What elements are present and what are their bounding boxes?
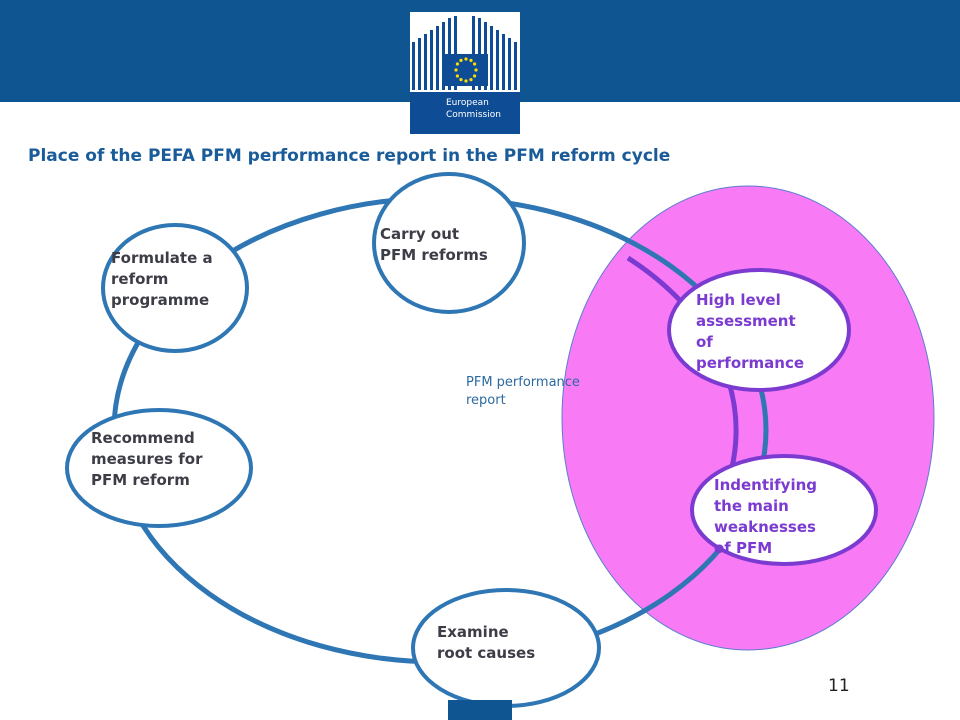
commission-logo: European Commission	[410, 12, 520, 134]
node-identifying	[690, 454, 878, 566]
highlight-ellipse	[561, 185, 935, 651]
node-recommend	[65, 408, 253, 528]
label-recommend: Recommend measures for PFM reform	[91, 429, 203, 489]
org-name-line1: European	[446, 98, 489, 108]
label-formulate: Formulate a reform programme	[111, 249, 213, 309]
org-name-line2: Commission	[446, 110, 501, 120]
node-carry-out	[372, 172, 526, 314]
node-formulate	[101, 223, 249, 353]
node-high-level	[667, 268, 851, 392]
label-identifying: Indentifying the main weaknesses of PFM	[714, 476, 818, 557]
page-number: 11	[828, 676, 850, 696]
label-carry-out: Carry out PFM reforms	[380, 225, 488, 264]
label-high-level: High level assessment of performance	[696, 291, 805, 372]
highlight-label: PFM performance report	[466, 375, 580, 408]
footer-strip	[448, 700, 512, 720]
slide-title: Place of the PEFA PFM performance report…	[28, 146, 671, 166]
label-examine: Examine root causes	[437, 623, 536, 662]
